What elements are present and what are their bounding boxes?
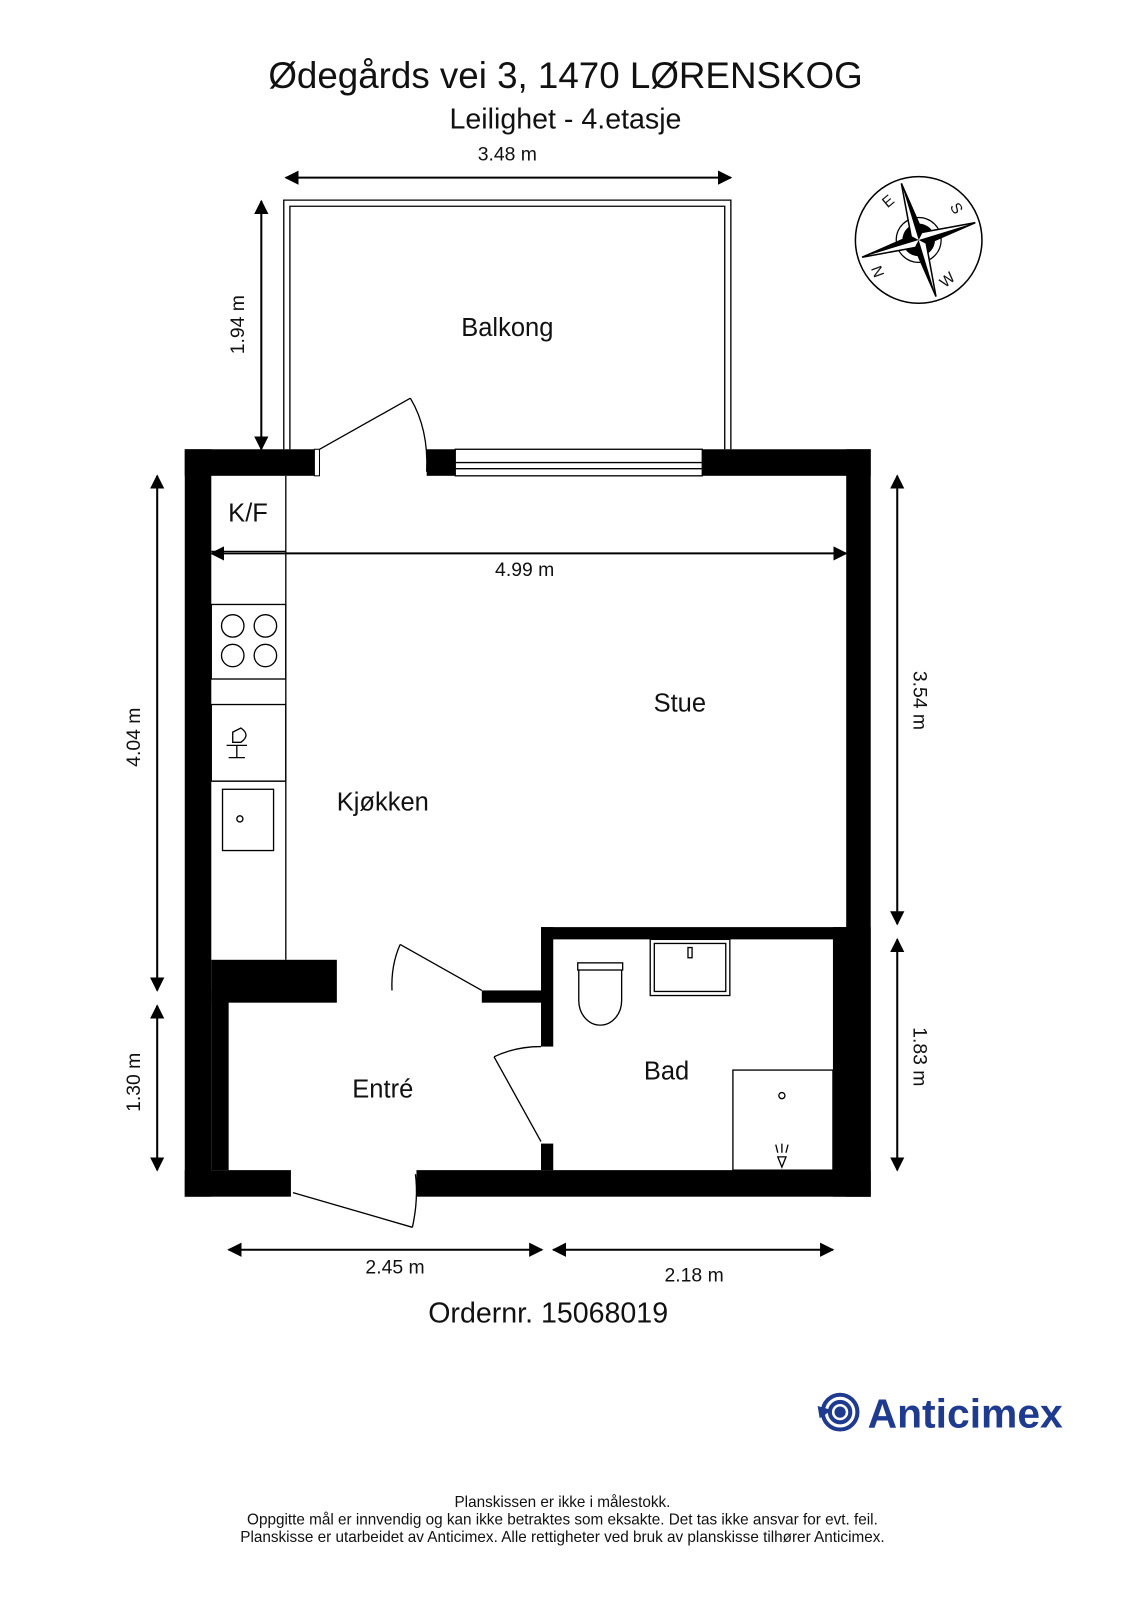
order-number: Ordernr. 15068019 (428, 1297, 668, 1329)
walls (184, 449, 871, 1197)
sink-icon (221, 788, 275, 852)
compass-rose-icon: E S N W (854, 175, 983, 305)
dim-kitchen-depth: 4.04 m (123, 708, 145, 767)
dim-entry-depth: 1.30 m (123, 1053, 145, 1112)
shower-icon (732, 1069, 834, 1171)
balcony (283, 199, 732, 450)
plan-subtitle: Leilighet - 4.etasje (450, 104, 682, 136)
plan-title: Ødegårds vei 3, 1470 LØRENSKOG (268, 55, 862, 96)
room-label-storage: K/F (228, 500, 268, 528)
dim-balcony-width: 3.48 m (478, 143, 537, 165)
svg-text:Anticimex: Anticimex (868, 1390, 1063, 1436)
dim-bath-width: 2.18 m (665, 1264, 724, 1286)
dishwasher-icon (226, 727, 248, 759)
stove-icon (220, 614, 278, 668)
balcony-door (313, 397, 428, 477)
bath-door (493, 1045, 542, 1142)
room-label-entry: Entré (352, 1076, 413, 1104)
room-label-living: Stue (654, 690, 706, 718)
kitchen-counter (210, 475, 287, 960)
washbasin-icon (649, 938, 731, 997)
dim-balcony-depth: 1.94 m (227, 295, 249, 354)
dimension-lines (150, 170, 905, 1257)
anticimex-logo-icon (817, 1392, 860, 1432)
anticimex-logo: Anticimex (817, 1390, 1063, 1436)
front-door (292, 1174, 418, 1228)
dim-living-depth: 3.54 m (909, 671, 931, 730)
window (454, 448, 703, 477)
svg-text:N: N (869, 263, 889, 279)
footer-line-3: Planskisse er utarbeidet av Anticimex. A… (240, 1529, 884, 1546)
toilet-icon (577, 962, 624, 1026)
footer-line-2: Oppgitte mål er innvendig og kan ikke be… (247, 1511, 878, 1528)
dim-living-width: 4.99 m (495, 559, 554, 581)
dim-entry-width: 2.45 m (365, 1256, 424, 1278)
kitchen-entry-door (391, 943, 483, 992)
room-label-kitchen: Kjøkken (337, 789, 429, 817)
dim-bath-depth: 1.83 m (909, 1027, 931, 1086)
room-label-bath: Bad (644, 1057, 689, 1085)
room-label-balcony: Balkong (461, 314, 553, 342)
footer-line-1: Planskissen er ikke i målestokk. (454, 1494, 670, 1511)
